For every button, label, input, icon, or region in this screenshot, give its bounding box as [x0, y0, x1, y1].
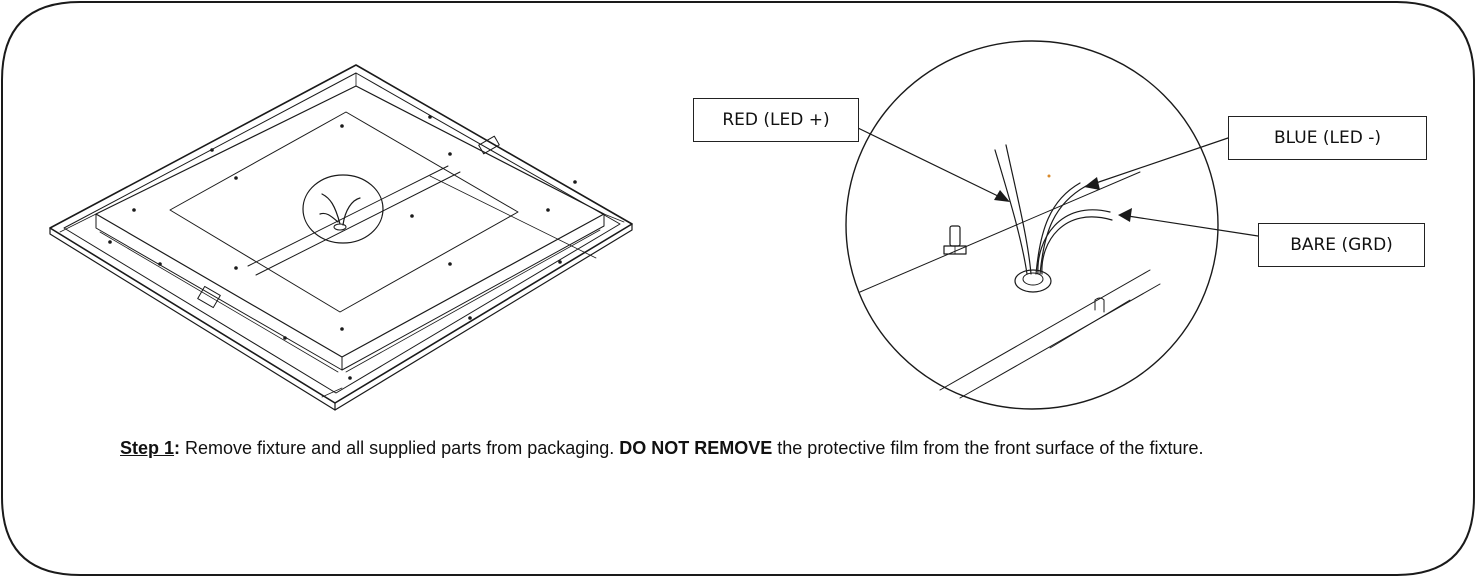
- step-warning: DO NOT REMOVE: [619, 438, 773, 458]
- step-text-after: the protective film from the front surfa…: [772, 438, 1204, 458]
- fixture-housing-front-right: [341, 213, 605, 371]
- step-label: Step 1: [120, 438, 175, 458]
- blue-wire-callout: BLUE (LED -): [1228, 116, 1427, 160]
- fixture-screws: [108, 115, 577, 380]
- fixture-outer-frame: [49, 64, 633, 404]
- fixture-channel-upper: [247, 165, 449, 267]
- blue-wire: [1035, 182, 1087, 275]
- fixture-inner-frame: [63, 72, 621, 394]
- fixture-wire-bundle: [319, 193, 361, 226]
- fixture-bracket-left: [197, 285, 221, 309]
- orange-wire-dot: [1047, 174, 1051, 178]
- red-arrowhead: [994, 190, 1010, 202]
- bare-wire: [1037, 209, 1113, 275]
- fixture-housing: [95, 85, 605, 358]
- detail-circle: [845, 40, 1219, 410]
- leader-arrowheads: [994, 177, 1132, 222]
- fixture-frame-right-side: [334, 223, 633, 411]
- step-instruction: Step 1: Remove fixture and all supplied …: [120, 437, 1440, 459]
- fixture-bracket-right: [478, 135, 500, 155]
- bare-leader: [1127, 215, 1259, 237]
- step-colon: :: [174, 438, 181, 458]
- wire-detail-view: [845, 40, 1259, 410]
- red-wire: [994, 144, 1032, 275]
- bare-arrowhead: [1118, 208, 1132, 222]
- fixture-detail-circle: [302, 174, 384, 244]
- fixture-drawing: [49, 64, 633, 411]
- grommet: [1014, 269, 1052, 293]
- ground-bolt: [943, 225, 967, 255]
- fixture-channel-lower: [255, 171, 461, 276]
- step-text-before: Remove fixture and all supplied parts fr…: [180, 438, 620, 458]
- red-leader: [857, 127, 1003, 199]
- fixture-housing-front-left: [95, 213, 343, 371]
- fixture-driver-panel: [169, 111, 519, 313]
- blue-leader: [1092, 137, 1229, 185]
- bare-wire-callout: BARE (GRD): [1258, 223, 1425, 267]
- fixture-frame-left-side: [49, 227, 336, 411]
- red-wire-callout: RED (LED +): [693, 98, 859, 142]
- blue-arrowhead: [1084, 177, 1100, 190]
